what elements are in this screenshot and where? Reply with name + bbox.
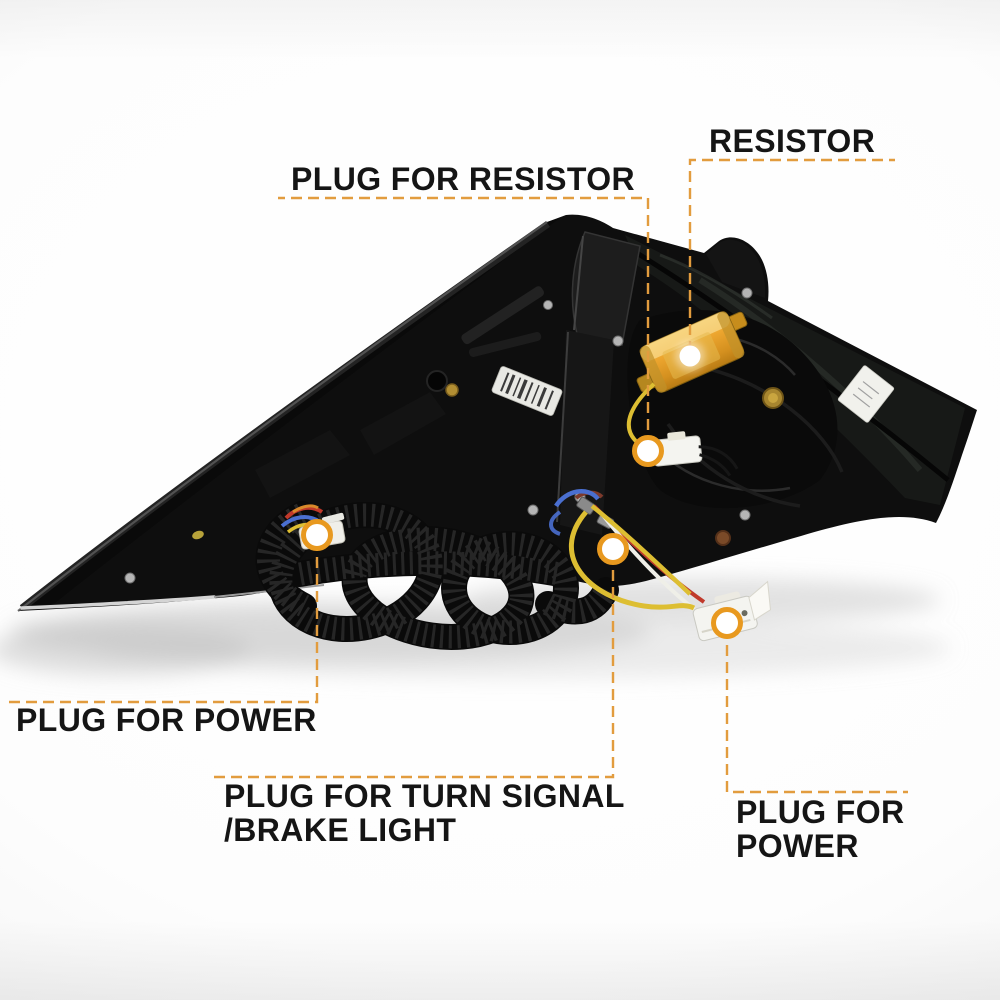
callout-line-turn-signal [210,553,615,779]
right-power-plug [549,489,772,642]
callout-ring-marker [711,607,743,639]
callout-line-power-right [725,628,908,794]
label-line: /BRAKE LIGHT [224,811,457,848]
callout-line-resistor [688,158,895,352]
diamond-sticker [837,365,895,423]
callout-markers [301,341,743,639]
label-plug-for-turn-signal: PLUG FOR TURN SIGNAL /BRAKE LIGHT [224,778,625,848]
brass-bolt [192,370,784,546]
tail-light-housing [17,214,977,612]
barcode-sticker [491,366,563,416]
label-plug-for-power-left: PLUG FOR POWER [16,702,317,738]
label-plug-for-power-right: PLUG FOR POWER [736,794,905,864]
callout-lines [8,158,908,794]
label-resistor: RESISTOR [709,123,876,159]
label-plug-for-resistor: PLUG FOR RESISTOR [291,161,636,197]
label-line: PLUG FOR [736,794,905,830]
callout-dot-marker [679,345,701,367]
callout-line-power-left [8,540,319,704]
label-line: PLUG FOR TURN SIGNAL [224,778,625,814]
callout-ring-marker [301,519,333,551]
callout-ring-marker [632,435,664,467]
callout-line-plug-resistor [278,196,650,447]
callout-ring-marker [597,533,629,565]
label-line: POWER [736,827,859,864]
